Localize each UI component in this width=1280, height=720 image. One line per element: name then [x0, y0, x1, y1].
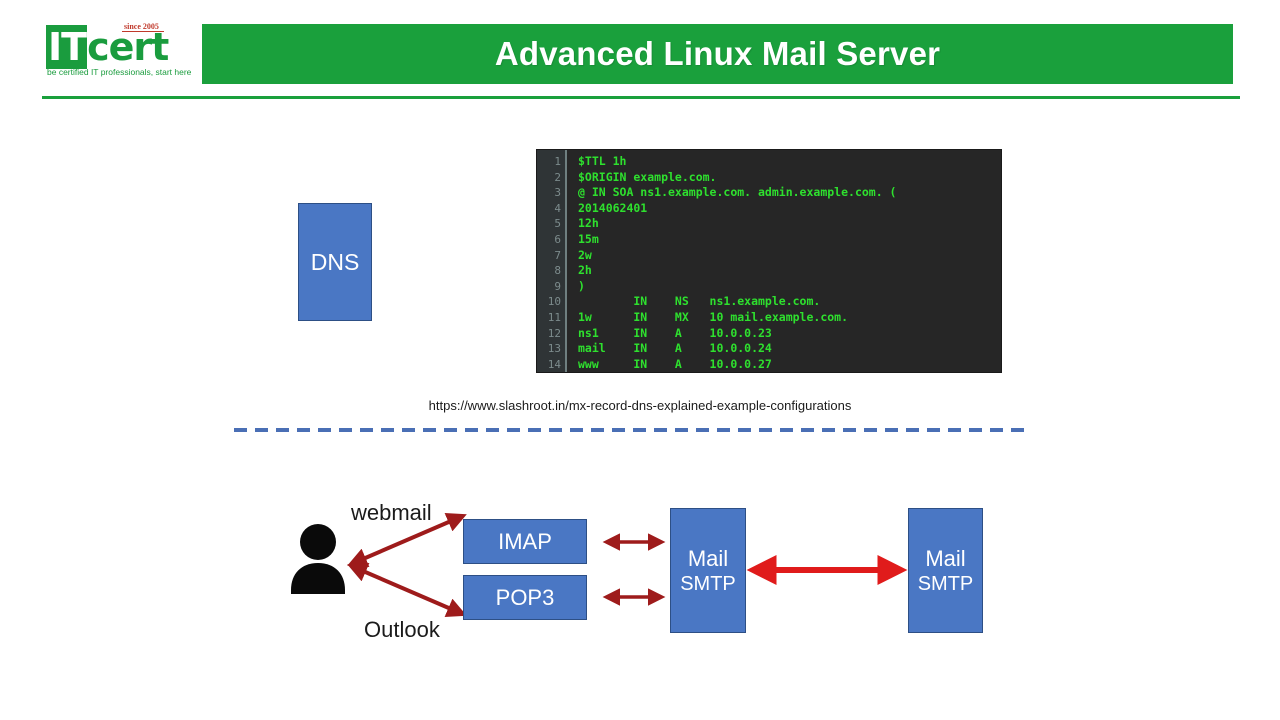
- mail-server-box-remote: Mail SMTP: [908, 508, 983, 633]
- mail-server-box-local: Mail SMTP: [670, 508, 746, 633]
- imap-box: IMAP: [463, 519, 587, 564]
- line-number: 4: [554, 201, 561, 215]
- section-divider: [234, 428, 1029, 432]
- line-number: 14: [547, 357, 561, 371]
- line-number: 5: [554, 217, 561, 231]
- mail-server-sublabel: SMTP: [680, 572, 736, 595]
- code-line: 2w: [578, 247, 592, 262]
- logo-since-text: since 2005: [122, 22, 164, 32]
- line-number: 2: [554, 170, 561, 184]
- line-number: 1: [554, 155, 561, 168]
- arrow-smtp-to-smtp: [746, 555, 908, 585]
- source-url-caption: https://www.slashroot.in/mx-record-dns-e…: [428, 398, 852, 413]
- logo-tagline-text: be certified IT professionals, start her…: [47, 67, 192, 77]
- mail-server-label: Mail: [687, 545, 729, 571]
- title-banner: Advanced Linux Mail Server: [202, 24, 1233, 84]
- code-line: 2014062401: [578, 200, 648, 215]
- code-line: ): [578, 278, 585, 293]
- page-title: Advanced Linux Mail Server: [494, 35, 941, 72]
- logo-wordmark: ITcert: [46, 25, 169, 69]
- line-number: 3: [554, 186, 561, 200]
- code-line: $ORIGIN example.com.: [578, 169, 717, 184]
- mail-server-label: Mail: [925, 545, 966, 571]
- arrow-pop3-to-mail-server: [602, 588, 666, 606]
- line-number: 8: [554, 264, 561, 278]
- dns-server-box: DNS: [298, 203, 372, 321]
- arrow-user-to-imap: [347, 512, 467, 568]
- line-number: 6: [554, 232, 561, 246]
- logo-cert-text: cert: [87, 25, 169, 69]
- line-number: 7: [554, 248, 561, 262]
- person-icon: [291, 524, 345, 594]
- header-divider-rule: [42, 96, 1240, 99]
- code-content: $TTL 1h $ORIGIN example.com. @ IN SOA ns…: [567, 150, 1001, 372]
- code-line: 12h: [578, 216, 599, 231]
- dns-box-label: DNS: [310, 248, 360, 275]
- line-number: 10: [547, 295, 561, 309]
- line-number: 12: [547, 326, 561, 340]
- mail-server-sublabel: SMTP: [917, 572, 974, 595]
- slide-header: ITcert since 2005 be certified IT profes…: [0, 0, 1280, 110]
- code-line: 1w IN MX 10 mail.example.com.: [578, 309, 849, 324]
- dns-zone-file-code-block: 1 2 3 4 5 6 7 8 9 10 11 12 13 14 $TTL 1h…: [537, 150, 1001, 372]
- arrow-user-to-pop3: [347, 562, 467, 618]
- code-line: 15m: [578, 231, 599, 246]
- code-line: @ IN SOA ns1.example.com. admin.example.…: [578, 185, 897, 200]
- code-line-number-gutter: 1 2 3 4 5 6 7 8 9 10 11 12 13 14: [537, 150, 567, 372]
- code-line: $TTL 1h: [578, 154, 627, 168]
- logo-it-text: IT: [46, 25, 87, 69]
- outlook-label: Outlook: [364, 617, 440, 642]
- itcert-logo: ITcert since 2005 be certified IT profes…: [46, 22, 192, 80]
- code-line: mail IN A 10.0.0.24: [578, 341, 772, 356]
- code-line: IN NS ns1.example.com.: [578, 294, 821, 309]
- line-number: 11: [547, 310, 561, 324]
- code-line: ns1 IN A 10.0.0.23: [578, 325, 772, 340]
- line-number: 9: [554, 279, 561, 293]
- code-line: www IN A 10.0.0.27: [578, 356, 772, 371]
- pop3-box-label: POP3: [495, 584, 555, 610]
- code-line: 2h: [578, 263, 592, 278]
- line-number: 13: [547, 342, 561, 356]
- pop3-box: POP3: [463, 575, 587, 620]
- imap-box-label: IMAP: [498, 528, 552, 554]
- arrow-imap-to-mail-server: [602, 533, 666, 551]
- mail-flow-diagram: webmail Outlook IMAP POP3 Mail SMTP Mail: [0, 460, 1280, 680]
